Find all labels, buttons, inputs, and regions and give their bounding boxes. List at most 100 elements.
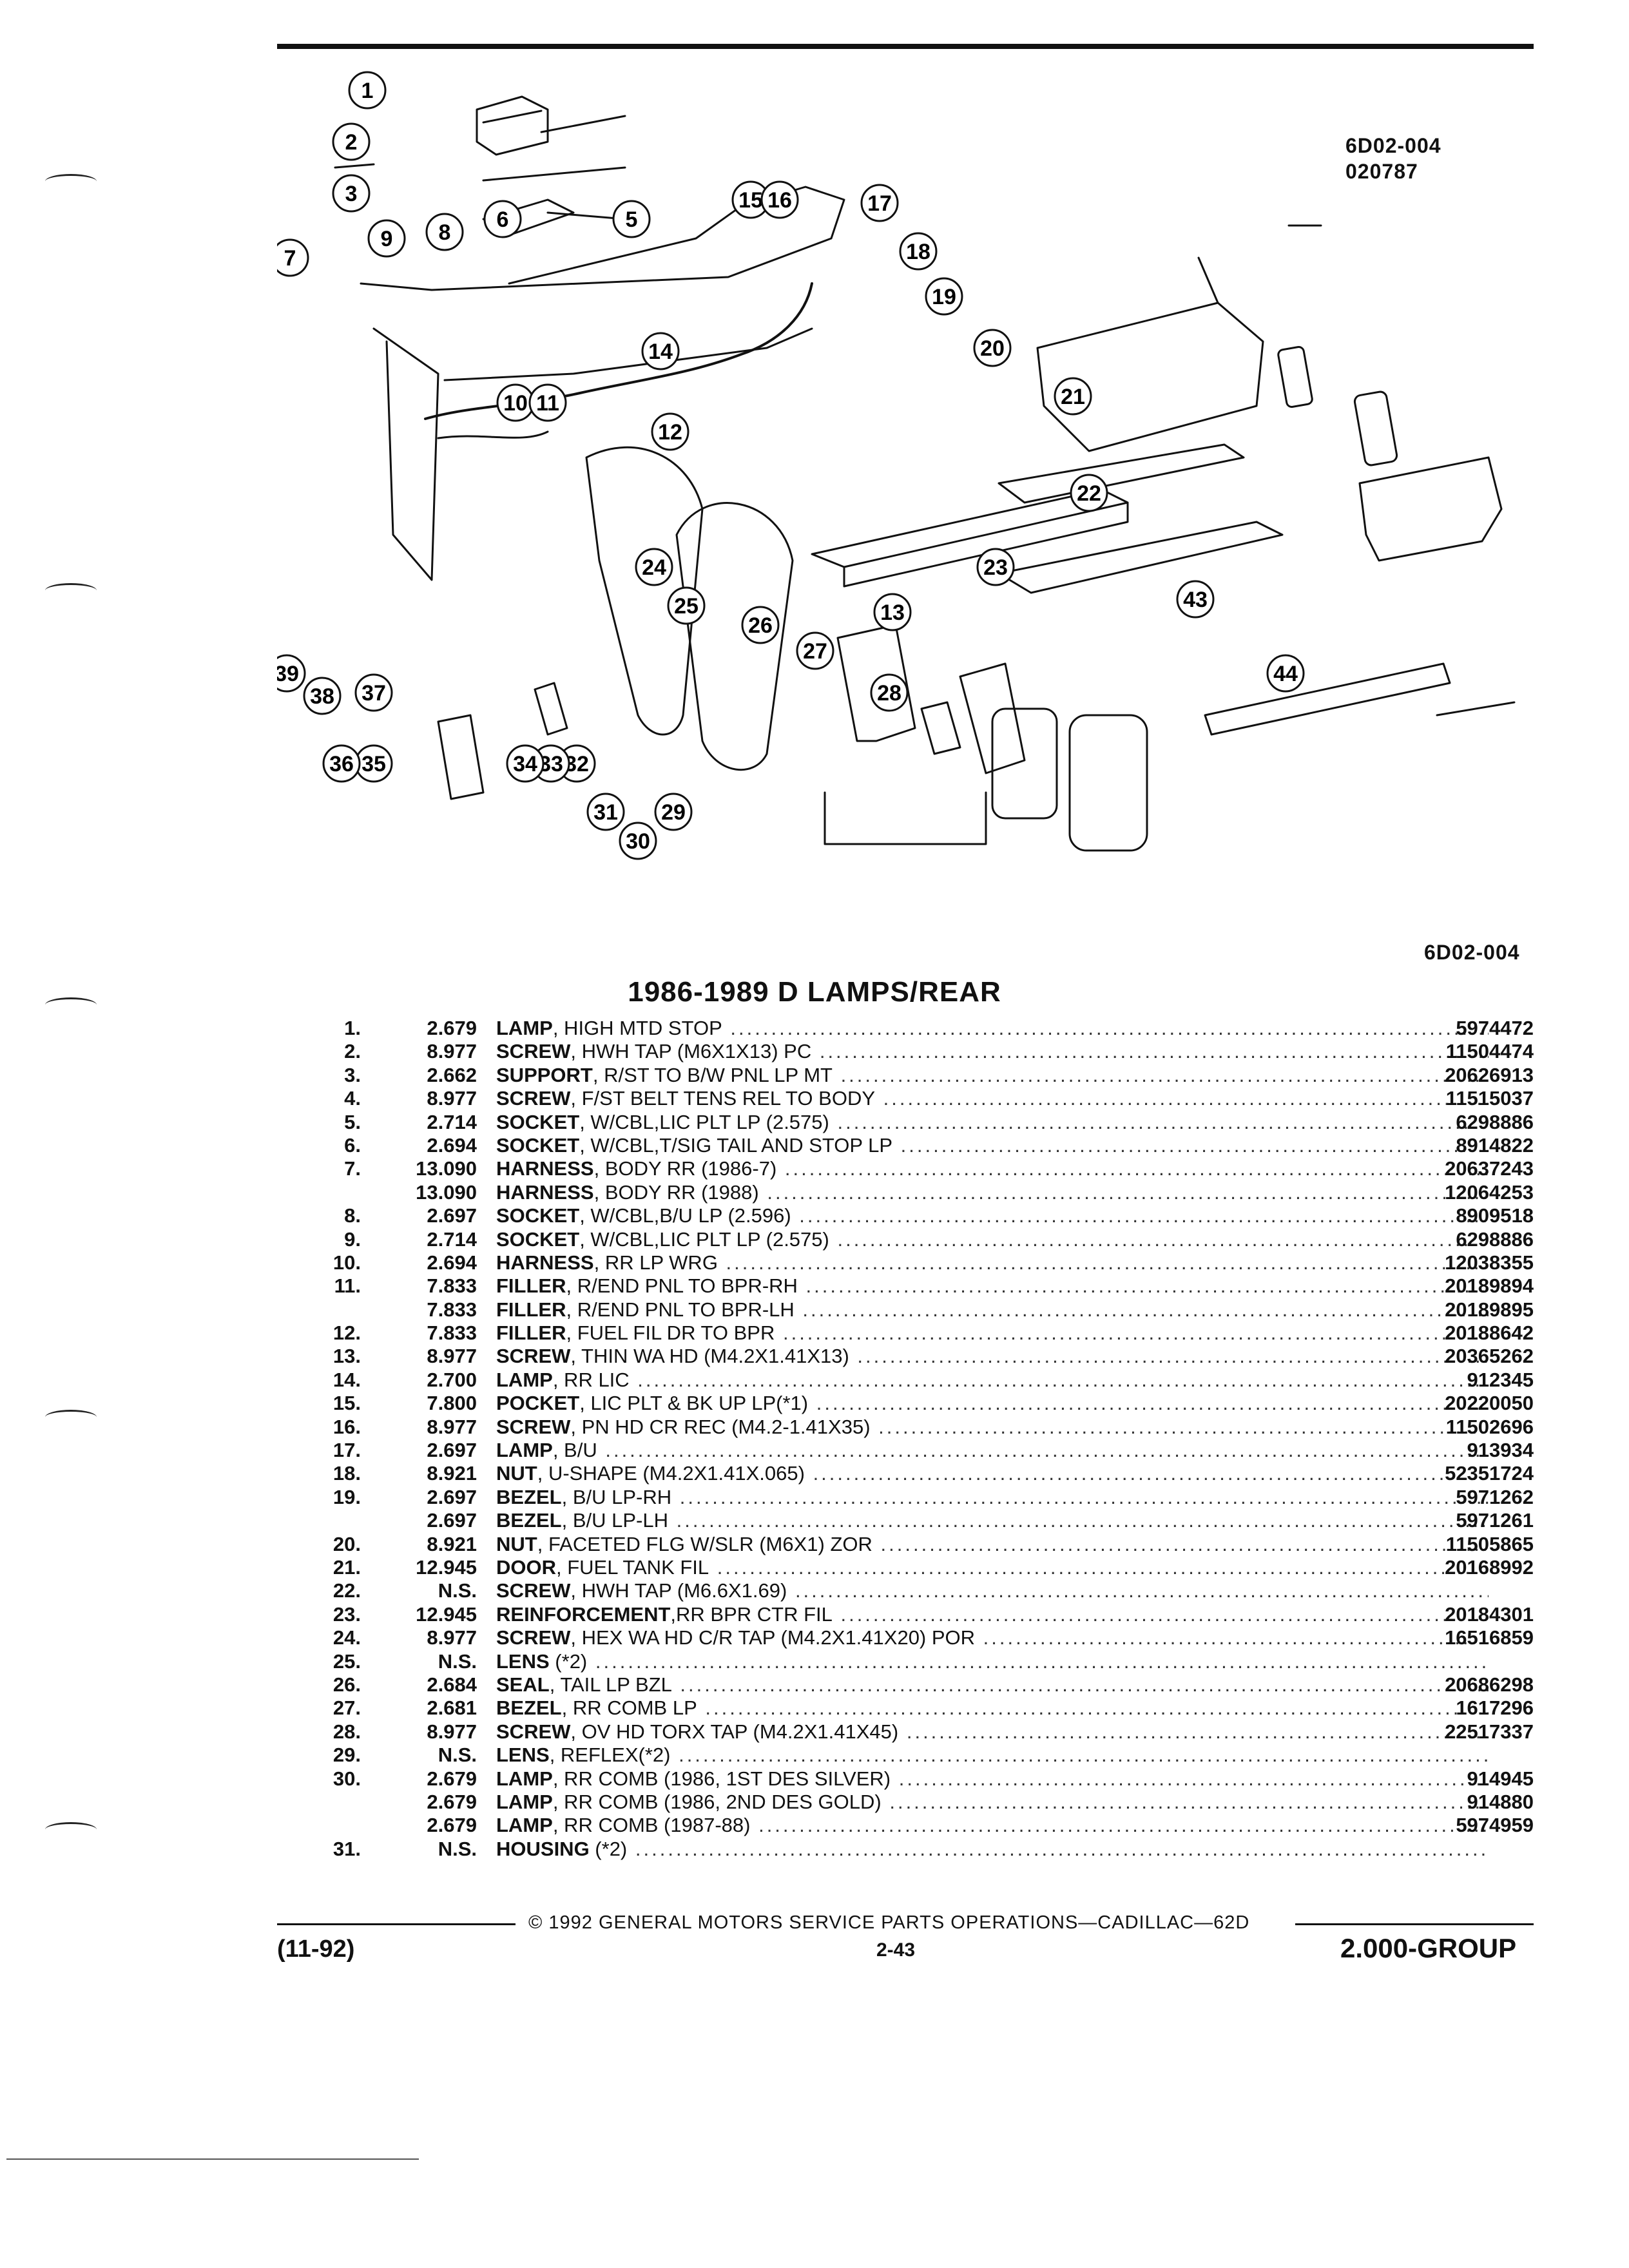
item-name: LENS — [496, 1744, 550, 1767]
item-number: 20. — [333, 1532, 361, 1555]
item-group-code: 2.679 — [427, 1767, 477, 1790]
callout-circle — [1266, 654, 1305, 693]
item-name: LAMP — [496, 1017, 553, 1039]
callout-number: 22 — [1077, 481, 1101, 506]
part-number: 912345 — [1467, 1368, 1534, 1391]
leader-dots: ........................................… — [758, 1814, 1489, 1837]
item-description: NUT, FACETED FLG W/SLR (M6X1) ZOR ......… — [496, 1533, 1489, 1556]
item-name: SEAL — [496, 1673, 550, 1696]
item-detail: , U-SHAPE (M4.2X1.41X.065) — [537, 1462, 805, 1485]
item-detail: ,RR BPR CTR FIL — [670, 1602, 833, 1626]
callout-number: 34 — [513, 752, 537, 776]
lens-drawing — [959, 662, 1026, 774]
leader-dots: ........................................… — [906, 1720, 1489, 1743]
item-detail: , BODY RR (1988) — [593, 1180, 759, 1204]
leader-dots: ........................................… — [637, 1368, 1489, 1391]
part-number: 5971261 — [1456, 1509, 1534, 1532]
item-description: SEAL, TAIL LP BZL ......................… — [496, 1673, 1489, 1696]
part-number: 11505865 — [1445, 1532, 1534, 1555]
leader-dots: ........................................… — [837, 1227, 1489, 1251]
callout-number: 15 — [738, 188, 763, 213]
item-group-code: 2.697 — [427, 1509, 477, 1532]
tail-lamp-seal-drawing — [991, 707, 1058, 820]
item-number: 19. — [333, 1485, 361, 1508]
callout-number: 43 — [1183, 588, 1208, 612]
item-detail: , RR COMB (1986, 1ST DES SILVER) — [552, 1767, 891, 1790]
part-number: 16516859 — [1445, 1626, 1534, 1649]
callout-number: 14 — [648, 340, 673, 364]
item-detail: , RR COMB (1986, 2ND DES GOLD) — [552, 1790, 882, 1813]
callout-number: 2 — [345, 130, 358, 155]
item-description: HARNESS, RR LP WRG .....................… — [496, 1251, 1489, 1274]
item-group-code: N.S. — [438, 1649, 477, 1673]
callout-number: 24 — [642, 555, 666, 580]
leader-dots: ........................................… — [767, 1180, 1489, 1204]
part-number: 913934 — [1467, 1439, 1534, 1462]
item-name: NUT — [496, 1462, 537, 1485]
item-group-code: 2.681 — [427, 1696, 477, 1720]
callout-number: 37 — [361, 681, 386, 706]
item-detail: , R/END PNL TO BPR-RH — [566, 1274, 798, 1298]
item-detail: , HWH TAP (M6.6X1.69) — [570, 1579, 787, 1602]
table-row: 31.N.S.HOUSING (*2) ....................… — [309, 1838, 1534, 1861]
leader-dots: ........................................… — [595, 1649, 1489, 1673]
item-name: HARNESS — [496, 1251, 594, 1274]
item-name: SCREW — [496, 1626, 571, 1649]
item-group-code: 8.977 — [427, 1415, 477, 1438]
item-group-code: 2.684 — [427, 1673, 477, 1696]
callout-circle — [860, 184, 899, 222]
item-group-code: 2.697 — [427, 1439, 477, 1462]
callout-number: 7 — [284, 246, 296, 271]
item-detail: , RR LP WRG — [593, 1251, 718, 1274]
leader-dots: ........................................… — [816, 1392, 1489, 1415]
part-number: 5974472 — [1456, 1017, 1534, 1039]
callout-circle — [348, 71, 387, 110]
item-detail: (*2) — [589, 1837, 628, 1860]
part-number: 52351724 — [1445, 1462, 1534, 1485]
diagram-date-code: 020787 — [1345, 160, 1418, 183]
item-name: HARNESS — [496, 1180, 594, 1204]
callout-circle — [873, 593, 912, 631]
item-name: LENS — [496, 1649, 550, 1673]
part-number: 5974959 — [1456, 1814, 1534, 1837]
item-name: BEZEL — [496, 1485, 562, 1508]
item-name: SCREW — [496, 1040, 571, 1063]
item-name: LAMP — [496, 1767, 553, 1790]
part-number: 12038355 — [1445, 1251, 1534, 1274]
item-description: SCREW, HEX WA HD C/R TAP (M4.2X1.41X20) … — [496, 1626, 1489, 1649]
callout-circle — [277, 654, 306, 693]
reinforcement-drawing — [998, 521, 1284, 594]
callout-circle — [654, 793, 693, 831]
item-description: SCREW, HWH TAP (M6.6X1.69) .............… — [496, 1579, 1489, 1602]
item-detail: , OV HD TORX TAP (M4.2X1.41X45) — [570, 1720, 899, 1743]
item-name: FILLER — [496, 1298, 566, 1321]
callout-number: 8 — [439, 220, 451, 245]
callout-number: 31 — [593, 800, 618, 825]
item-name: SOCKET — [496, 1204, 580, 1227]
item-detail: , BODY RR (1986-7) — [593, 1157, 777, 1180]
callout-number: 6 — [497, 207, 509, 232]
item-number: 24. — [333, 1626, 361, 1649]
item-description: SCREW, OV HD TORX TAP (M4.2X1.41X45) ...… — [496, 1720, 1489, 1744]
callout-number: 18 — [906, 240, 930, 264]
leader-dots: ........................................… — [880, 1532, 1489, 1555]
item-group-code: 7.833 — [427, 1274, 477, 1298]
callout-number: 28 — [877, 681, 901, 706]
callout-circle — [506, 744, 545, 783]
item-detail: , FUEL TANK FIL — [556, 1555, 709, 1579]
callout-number: 20 — [980, 336, 1005, 361]
callout-number: 23 — [983, 555, 1008, 580]
diagram-code-top: 6D02-004 — [1345, 134, 1441, 157]
part-number: 20168992 — [1445, 1555, 1534, 1579]
item-number: 25. — [333, 1649, 361, 1673]
item-group-code: 2.697 — [427, 1204, 477, 1227]
item-description: SCREW, HWH TAP (M6X1X13) PC ............… — [496, 1040, 1489, 1063]
item-description: SCREW, PN HD CR REC (M4.2-1.41X35) .....… — [496, 1416, 1489, 1439]
callout-circle — [586, 793, 625, 831]
item-description: LAMP, HIGH MTD STOP ....................… — [496, 1017, 1489, 1040]
